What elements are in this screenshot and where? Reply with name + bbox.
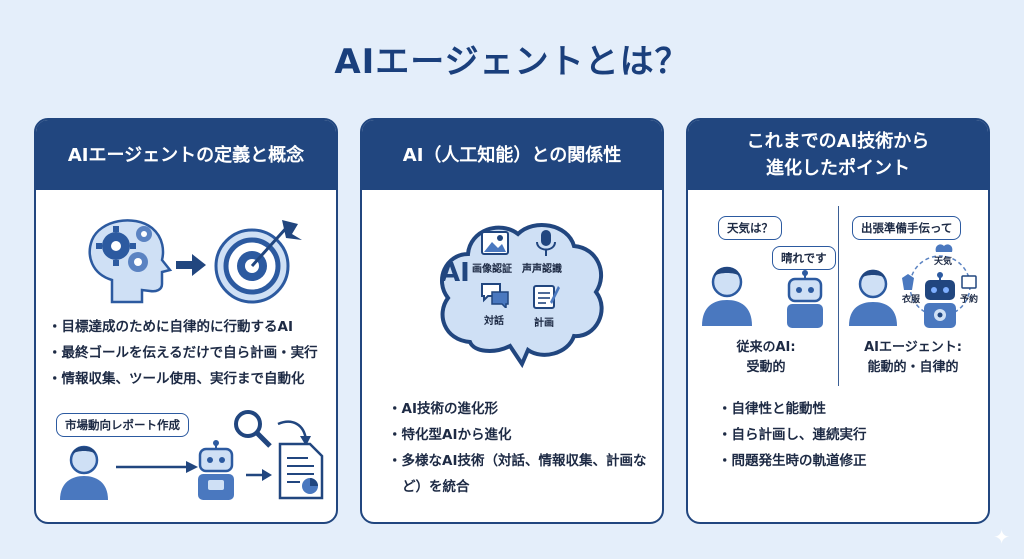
person-icon <box>849 269 897 326</box>
person-icon <box>60 445 108 500</box>
icon-label: 画像認証 <box>472 264 512 275</box>
ai-label: AI <box>440 258 470 288</box>
icon-label: 対話 <box>484 316 504 327</box>
header-line: これまでのAI技術から <box>746 131 930 152</box>
brain-cloud-icon <box>440 223 604 369</box>
list-item: ・特化型AIから進化 <box>388 427 512 443</box>
robot-icon <box>787 270 823 328</box>
gears-head-icon <box>88 219 173 304</box>
search-icon <box>234 410 272 448</box>
arrow-icon <box>116 461 198 473</box>
bullet-list: ・AI技術の進化形 ・特化型AIから進化 ・多様なAI技術（対話、情報収集、計画… <box>388 396 650 500</box>
divider <box>838 206 839 386</box>
card-evolution: これまでのAI技術から 進化したポイント 天気は？ 晴れです 従来のAI: 受動… <box>686 118 990 524</box>
page-title: AIエージェントとは？ <box>334 42 690 82</box>
header-line: 進化したポイント <box>765 158 910 179</box>
card-header: AIエージェントの定義と概念 <box>36 120 336 190</box>
card-header: AI（人工知能）との関係性 <box>362 120 662 190</box>
sparkle-icon: ✦ <box>993 525 1010 549</box>
weather-label: 天気 <box>934 257 953 267</box>
list-item: ・自律性と能動性 <box>718 401 826 417</box>
robot-agent-icon <box>924 272 956 328</box>
robot-icon <box>198 440 234 500</box>
list-item: ・AI技術の進化形 <box>388 401 498 417</box>
card-relationship: AI（人工知能）との関係性 AI 画像認証 声声認識 対話 計画 ・AI技術の進… <box>360 118 664 524</box>
arrow-icon <box>246 469 272 481</box>
person-icon <box>702 266 752 326</box>
cycle-arrows-icon <box>902 244 977 317</box>
list-item: ・問題発生時の軌道修正 <box>718 453 867 469</box>
request-bubble: 出張準備手伝って <box>852 216 962 240</box>
bullet-list: ・目標達成のために自律的に行動するAI ・最終ゴールを伝えるだけで自ら計画・実行… <box>48 314 318 392</box>
icon-label: 声声認識 <box>522 264 562 275</box>
caption-traditional: 従来のAI: 受動的 <box>736 340 796 375</box>
question-bubble: 天気は？ <box>718 216 782 240</box>
booking-label: 予約 <box>960 295 979 305</box>
microphone-icon <box>536 230 556 256</box>
clothes-label: 衣服 <box>902 295 921 305</box>
arrow-right-icon <box>176 254 206 276</box>
card-definition: AIエージェントの定義と概念 ・目標達成のために自律的に行動するAI ・最終ゴー… <box>34 118 338 524</box>
list-item: ・自ら計画し、連続実行 <box>718 427 867 443</box>
bullet-list: ・自律性と能動性 ・自ら計画し、連続実行 ・問題発生時の軌道修正 <box>718 396 867 474</box>
list-item: ・目標達成のために自律的に行動するAI <box>48 319 293 335</box>
curve-arrow-icon <box>277 420 311 446</box>
plan-icon <box>533 285 560 309</box>
report-icon <box>278 442 324 500</box>
card-header: これまでのAI技術から 進化したポイント <box>688 120 988 190</box>
task-bubble: 市場動向レポート作成 <box>56 413 189 437</box>
answer-bubble: 晴れです <box>772 246 836 270</box>
caption-agent: AIエージェント: 能動的・自律的 <box>864 340 962 375</box>
image-recognition-icon <box>481 231 509 255</box>
target-icon <box>214 220 302 304</box>
list-item: ・最終ゴールを伝えるだけで自ら計画・実行 <box>48 345 318 361</box>
list-item: ・多様なAI技術（対話、情報収集、計画など）を統合 <box>388 453 647 495</box>
chat-icon <box>481 283 509 308</box>
list-item: ・情報収集、ツール使用、実行まで自動化 <box>48 371 305 387</box>
icon-label: 計画 <box>534 318 554 329</box>
